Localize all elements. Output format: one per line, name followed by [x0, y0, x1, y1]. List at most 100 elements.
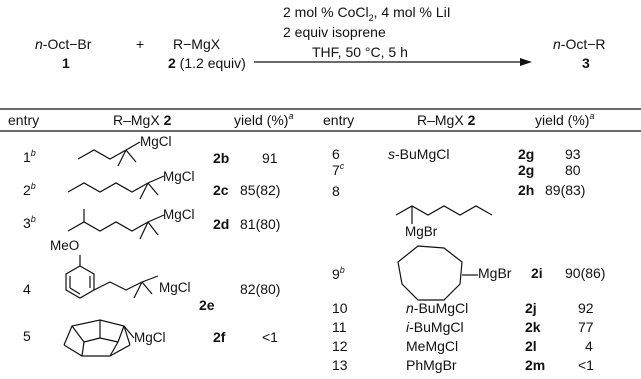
yield-value: 80	[565, 162, 581, 178]
header-rmgx-text: R–MgX	[417, 112, 464, 128]
header-rmgx-number: 2	[463, 112, 476, 128]
header-rmgx-text: R–MgX	[113, 112, 160, 128]
structure-2f	[63, 319, 135, 357]
header-yield-text: yield (%)	[535, 112, 590, 128]
compound-number: 2l	[525, 338, 537, 354]
entry-number: 1b	[23, 148, 36, 165]
reagent-label: MgBr	[405, 224, 438, 239]
reagent-prefix: s	[388, 146, 395, 162]
compound-number: 2h	[518, 182, 535, 198]
reactant-1-number: 1	[62, 55, 70, 71]
structure-2h	[395, 205, 493, 224]
reagent-prefix: n	[406, 300, 414, 316]
header-rmgx-number: 2	[159, 112, 172, 128]
conditions-subscript: 2	[368, 12, 374, 23]
reagent-text: MeMgCl	[406, 338, 459, 354]
yield-value: 81(80)	[240, 216, 281, 232]
entry-value: 13	[332, 357, 348, 373]
entry-value: 7	[332, 162, 340, 178]
structure-2e	[65, 255, 159, 299]
reagent-name: s-BuMgCl	[388, 146, 449, 162]
entry-value: 11	[332, 319, 347, 335]
compound-number: 2i	[531, 265, 543, 281]
conditions-line-2: 2 equiv isoprene	[283, 24, 386, 40]
conditions-catalyst: 2 mol % CoCl	[283, 4, 369, 20]
entry-number: 12	[332, 338, 348, 354]
header-entry-left: entry	[8, 112, 40, 128]
product-name: -Oct−R	[560, 36, 606, 52]
yield-value: 4	[585, 338, 593, 354]
entry-value: 2	[23, 182, 31, 198]
reagent-name: MeMgCl	[406, 338, 458, 354]
reagent-text: -BuMgCl	[413, 300, 469, 316]
entry-number: 4	[23, 281, 31, 297]
entry-footnote: b	[30, 181, 36, 191]
reagent-label: MgCl	[163, 169, 195, 184]
reagent-prefix: i	[406, 319, 410, 335]
reactant-1-label: n-Oct−Br	[35, 36, 91, 52]
product-prefix: n	[553, 36, 561, 52]
entry-number: 11	[332, 319, 347, 335]
yield-value: 91	[262, 150, 278, 166]
entry-footnote: b	[339, 265, 345, 275]
reagent-name: i-BuMgCl	[406, 319, 464, 335]
compound-number: 2f	[213, 329, 226, 345]
compound-number: 2g	[518, 146, 535, 162]
compound-number: 2k	[525, 319, 541, 335]
compound-number: 2e	[199, 297, 215, 313]
entry-number: 9b	[332, 265, 345, 282]
yield-value: 82(80)	[240, 281, 281, 297]
reactant-2-equiv: (1.2 equiv)	[175, 55, 246, 71]
structure-2b	[77, 141, 141, 167]
entry-number: 7c	[332, 161, 345, 178]
compound-number: 2b	[213, 150, 230, 166]
reaction-arrowhead	[520, 58, 532, 66]
compound-number: 2j	[525, 300, 537, 316]
header-rmgx-right: R–MgX 2	[417, 112, 475, 128]
entry-number: 6	[332, 146, 340, 162]
entry-number: 3b	[23, 214, 36, 231]
header-rmgx-left: R–MgX 2	[113, 112, 171, 128]
compound-number: 2c	[213, 182, 229, 198]
reagent-text: -BuMgCl	[409, 319, 464, 335]
reagent-label: MgCl	[159, 280, 191, 295]
entry-footnote: b	[30, 214, 36, 224]
header-yield-right: yield (%)a	[535, 111, 595, 128]
entry-value: 9	[332, 266, 340, 282]
entry-value: 8	[332, 183, 340, 199]
entry-value: 5	[23, 328, 31, 344]
structure-2i	[397, 245, 463, 301]
header-entry-right: entry	[323, 112, 355, 128]
header-yield-footnote: a	[288, 111, 294, 121]
header-yield-text: yield (%)	[234, 112, 289, 128]
entry-value: 12	[332, 338, 348, 354]
header-yield-footnote: a	[589, 111, 595, 121]
product-label: n-Oct−R	[553, 36, 606, 52]
yield-value: 77	[578, 319, 594, 335]
entry-number: 8	[332, 183, 340, 199]
methoxy-label: MeO	[50, 238, 80, 253]
reagent-label: MgCl	[140, 134, 172, 149]
entry-number: 13	[332, 357, 348, 373]
compound-number: 2g	[518, 162, 535, 178]
reagent-label: MgCl	[134, 330, 166, 345]
plus-sign: +	[136, 36, 145, 52]
entry-value: 4	[23, 281, 31, 297]
entry-value: 6	[332, 146, 340, 162]
entry-value: 1	[23, 149, 31, 165]
reactant-2-info: 2 (1.2 equiv)	[168, 55, 246, 71]
entry-value: 10	[332, 300, 348, 316]
structure-2c	[67, 175, 165, 200]
reagent-label: MgBr	[478, 265, 512, 281]
entry-number: 2b	[23, 181, 36, 198]
product-number: 3	[582, 55, 590, 71]
compound-number: 2d	[213, 216, 230, 232]
yield-value: 89(83)	[545, 182, 586, 198]
yield-value: <1	[578, 357, 594, 373]
yield-value: 93	[565, 146, 581, 162]
reagent-label: MgCl	[163, 207, 195, 222]
header-yield-left: yield (%)a	[234, 111, 294, 128]
entry-footnote: c	[339, 161, 345, 171]
reactant-2-label: R−MgX	[173, 36, 221, 52]
